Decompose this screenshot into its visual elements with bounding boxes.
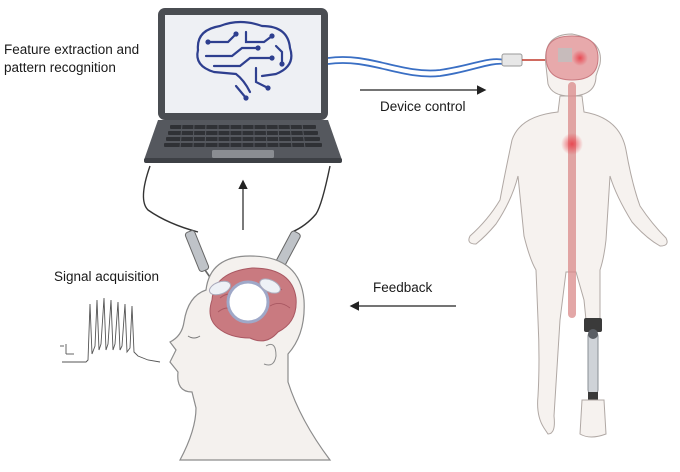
device-control-label: Device control xyxy=(380,99,466,114)
feedback-label: Feedback xyxy=(373,280,433,295)
recording-site xyxy=(226,280,270,324)
electrode-left xyxy=(184,230,215,284)
human-body xyxy=(468,33,668,438)
feature-label-line2: pattern recognition xyxy=(4,60,116,75)
implant-connector xyxy=(501,53,523,67)
feature-label-line1: Feature extraction and xyxy=(4,42,140,57)
brain-top xyxy=(545,35,599,81)
spinal-cord xyxy=(568,82,576,318)
laptop xyxy=(144,8,342,163)
keyboard-key-gaps xyxy=(179,123,306,149)
ear xyxy=(263,343,277,366)
circuit-nodes xyxy=(205,31,285,101)
circuit-brain-icon xyxy=(196,20,293,100)
data-cable xyxy=(327,56,505,78)
trackpad xyxy=(212,150,274,158)
signal-trace xyxy=(60,297,161,363)
spinal-lesion-glow xyxy=(561,133,583,155)
laptop-base-edge xyxy=(144,158,342,163)
human-head xyxy=(169,255,332,461)
prosthetic-leg xyxy=(579,318,607,438)
implant-chip xyxy=(558,48,572,62)
electrode-cables xyxy=(142,165,331,233)
signal-acquisition-label: Signal acquisition xyxy=(54,269,160,284)
scale-bar xyxy=(60,344,74,355)
feature-extraction-label: Feature extraction and pattern recogniti… xyxy=(4,41,139,77)
electrode-pad-right xyxy=(259,278,281,294)
eye xyxy=(187,335,201,339)
electrode-pad-left xyxy=(208,280,232,296)
